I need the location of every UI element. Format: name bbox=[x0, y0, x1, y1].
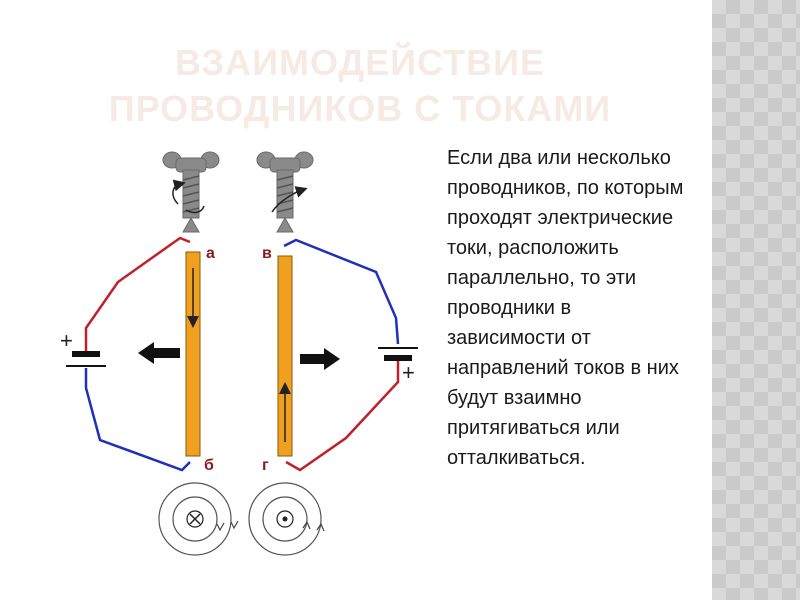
body-line: проводники в bbox=[447, 297, 572, 319]
right-wire-blue bbox=[283, 238, 400, 345]
left-screw-icon bbox=[162, 151, 220, 233]
right-battery-icon bbox=[378, 347, 418, 361]
right-rotation-arrow-icon bbox=[271, 186, 308, 213]
body-line: отталкиваться. bbox=[447, 447, 586, 469]
body-line: проводников, по которым bbox=[447, 177, 684, 199]
body-line: зависимости от bbox=[447, 327, 591, 349]
slide-title-line-1: ВЗАИМОДЕЙСТВИЕ bbox=[175, 42, 545, 83]
slide-body-text: Если два или несколько проводников, по к… bbox=[447, 143, 737, 473]
body-line: токи, расположить bbox=[447, 237, 619, 259]
label-g: г bbox=[262, 457, 269, 474]
right-conductor-rod bbox=[277, 255, 293, 457]
left-rotation-tail-icon bbox=[185, 205, 205, 214]
right-screw-icon bbox=[256, 151, 314, 233]
left-battery-icon bbox=[66, 351, 106, 367]
body-line: направлений токов в них bbox=[447, 357, 679, 379]
body-line: параллельно, то эти bbox=[447, 267, 637, 289]
body-line: Если два или несколько bbox=[447, 147, 671, 169]
slide-title: ВЗАИМОДЕЙСТВИЕ ПРОВОДНИКОВ С ТОКАМИ bbox=[60, 40, 660, 132]
right-battery-plus-sign: + bbox=[402, 360, 415, 385]
left-force-arrow-icon bbox=[138, 342, 180, 364]
decorative-side-panel bbox=[712, 0, 800, 600]
left-field-lines-icon bbox=[158, 482, 239, 556]
label-a: а bbox=[206, 245, 215, 262]
right-wire-red bbox=[285, 360, 400, 472]
left-conductor-rod bbox=[185, 251, 201, 457]
left-wire-red bbox=[84, 236, 191, 352]
left-wire-blue bbox=[84, 368, 191, 472]
label-v: в bbox=[262, 245, 272, 262]
left-battery-plus-sign: + bbox=[60, 328, 73, 353]
right-field-lines-icon bbox=[248, 482, 325, 556]
label-b: б bbox=[204, 457, 214, 474]
left-rotation-arrow-icon bbox=[172, 179, 186, 205]
slide-title-line-2: ПРОВОДНИКОВ С ТОКАМИ bbox=[108, 88, 612, 129]
body-line: будут взаимно bbox=[447, 387, 582, 409]
body-line: проходят электрические bbox=[447, 207, 674, 229]
right-force-arrow-icon bbox=[300, 348, 340, 370]
body-line: притягиваться или bbox=[447, 417, 620, 439]
